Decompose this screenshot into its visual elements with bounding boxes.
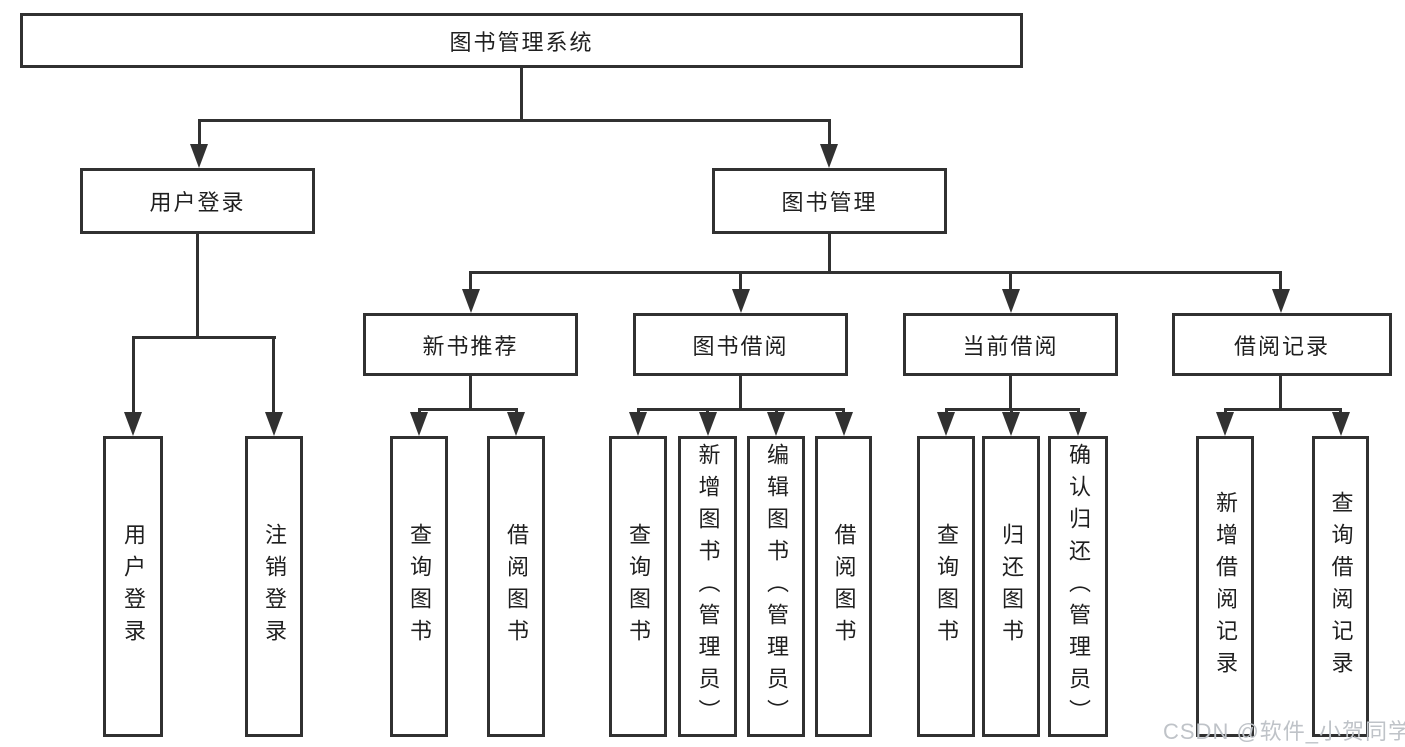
node-book-management: 图书管理 <box>712 168 947 234</box>
connector-line <box>636 408 640 415</box>
connector-line <box>827 119 831 147</box>
leaf-confirm-return-admin: 确认归还（管理员） <box>1048 436 1108 737</box>
connector-line <box>1279 271 1282 291</box>
connector-line <box>197 119 201 147</box>
node-root: 图书管理系统 <box>20 13 1023 68</box>
connector-line <box>944 408 948 415</box>
leaf-return-books: 归还图书 <box>982 436 1040 737</box>
connector-line <box>1076 408 1080 415</box>
arrowhead-down-icon <box>507 412 525 436</box>
connector-line <box>519 68 523 122</box>
leaf-query-books-current: 查询图书 <box>917 436 975 737</box>
connector-line <box>842 408 845 415</box>
arrowhead-down-icon <box>767 412 785 436</box>
connector-line <box>469 376 472 411</box>
arrowhead-down-icon <box>1001 289 1020 313</box>
leaf-logout: 注销登录 <box>245 436 303 737</box>
arrowhead-down-icon <box>834 412 853 436</box>
node-new-book-recommendation: 新书推荐 <box>363 313 578 376</box>
connector-line <box>1223 408 1342 411</box>
connector-line <box>272 336 275 414</box>
connector-line <box>636 408 845 411</box>
leaf-query-books-recommend: 查询图书 <box>390 436 448 737</box>
node-user-login: 用户登录 <box>80 168 315 234</box>
arrowhead-down-icon <box>1002 412 1020 436</box>
arrowhead-down-icon <box>1216 412 1234 436</box>
watermark: CSDN @软件_小贺同学 <box>1163 719 1405 744</box>
connector-line <box>827 234 831 274</box>
connector-line <box>197 119 831 122</box>
leaf-borrow-books: 借阅图书 <box>815 436 872 737</box>
arrowhead-down-icon <box>190 144 208 168</box>
arrowhead-down-icon <box>820 144 838 168</box>
connector-line <box>774 408 778 415</box>
arrowhead-down-icon <box>1069 412 1087 436</box>
connector-line <box>514 408 518 415</box>
arrowhead-down-icon <box>264 412 283 436</box>
node-book-borrowing: 图书借阅 <box>633 313 848 376</box>
arrowhead-down-icon <box>731 289 750 313</box>
arrowhead-down-icon <box>698 412 717 436</box>
arrowhead-down-icon <box>1271 289 1290 313</box>
leaf-add-borrow-record: 新增借阅记录 <box>1196 436 1254 737</box>
leaf-edit-books-admin: 编辑图书（管理员） <box>747 436 805 737</box>
connector-line <box>1339 408 1342 415</box>
connector-line <box>1279 376 1282 411</box>
connector-line <box>196 234 199 339</box>
leaf-add-books-admin: 新增图书（管理员） <box>678 436 737 737</box>
arrowhead-down-icon <box>629 412 647 436</box>
leaf-query-borrow-record: 查询借阅记录 <box>1312 436 1369 737</box>
connector-line <box>417 408 518 411</box>
connector-line <box>1009 271 1012 291</box>
arrowhead-down-icon <box>410 412 428 436</box>
arrowhead-down-icon <box>1331 412 1350 436</box>
connector-line <box>1009 408 1013 415</box>
connector-line <box>131 336 135 414</box>
arrowhead-down-icon <box>937 412 955 436</box>
leaf-query-books-borrowing: 查询图书 <box>609 436 667 737</box>
arrowhead-down-icon <box>461 289 480 313</box>
connector-line <box>706 408 709 415</box>
connector-line <box>417 408 421 415</box>
connector-line <box>739 376 742 411</box>
arrowhead-down-icon <box>124 412 142 436</box>
connector-line <box>1223 408 1227 415</box>
leaf-user-login: 用户登录 <box>103 436 163 737</box>
node-current-borrowing: 当前借阅 <box>903 313 1118 376</box>
node-borrow-records: 借阅记录 <box>1172 313 1392 376</box>
leaf-borrow-books-recommend: 借阅图书 <box>487 436 545 737</box>
connector-line <box>739 271 742 291</box>
connector-line <box>1009 376 1012 411</box>
connector-line <box>469 271 472 291</box>
connector-line <box>131 336 276 339</box>
connector-line <box>469 271 1282 274</box>
